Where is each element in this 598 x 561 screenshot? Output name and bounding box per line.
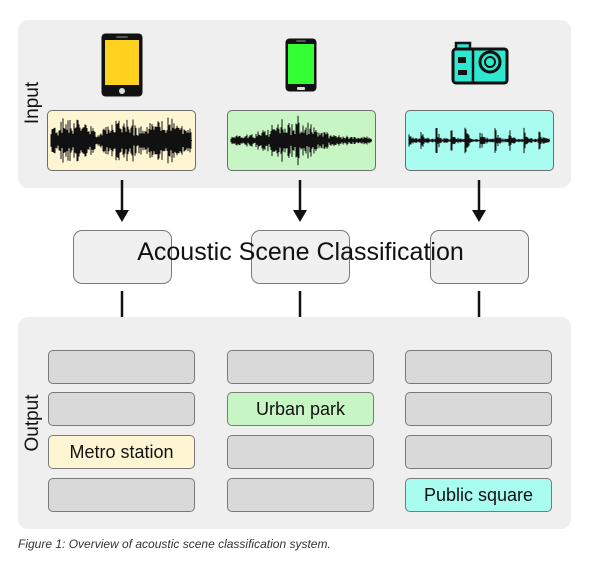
output-label: Output: [22, 394, 43, 452]
arrow-down-icon: [472, 180, 486, 222]
arrow-down-icon: [115, 180, 129, 222]
waveform-1: [47, 110, 196, 171]
arrow-down-icon: [293, 180, 307, 222]
output-box: [227, 478, 374, 512]
output-box: [405, 350, 552, 384]
output-box: [48, 478, 195, 512]
waveform-2: [227, 110, 376, 171]
output-box: [405, 435, 552, 469]
output-box-metro-station: Metro station: [48, 435, 195, 469]
output-box: [227, 350, 374, 384]
classifier-box-2: [251, 230, 350, 284]
classifier-title: Acoustic Scene Classification: [137, 238, 464, 266]
output-box: [405, 392, 552, 426]
output-box-urban-park: Urban park: [227, 392, 374, 426]
smartphone-green-icon: [284, 37, 318, 98]
input-label: Input: [22, 81, 43, 125]
waveform-3: [405, 110, 554, 171]
classifier-box-3: [430, 230, 529, 284]
action-camera-cyan-icon: [451, 40, 509, 91]
output-box-public-square: Public square: [405, 478, 552, 512]
smartphone-yellow-icon: [100, 32, 144, 103]
output-box: [48, 392, 195, 426]
output-box: [48, 350, 195, 384]
classifier-box-1: [73, 230, 172, 284]
figure-caption: Figure 1: Overview of acoustic scene cla…: [18, 537, 331, 551]
output-box: [227, 435, 374, 469]
